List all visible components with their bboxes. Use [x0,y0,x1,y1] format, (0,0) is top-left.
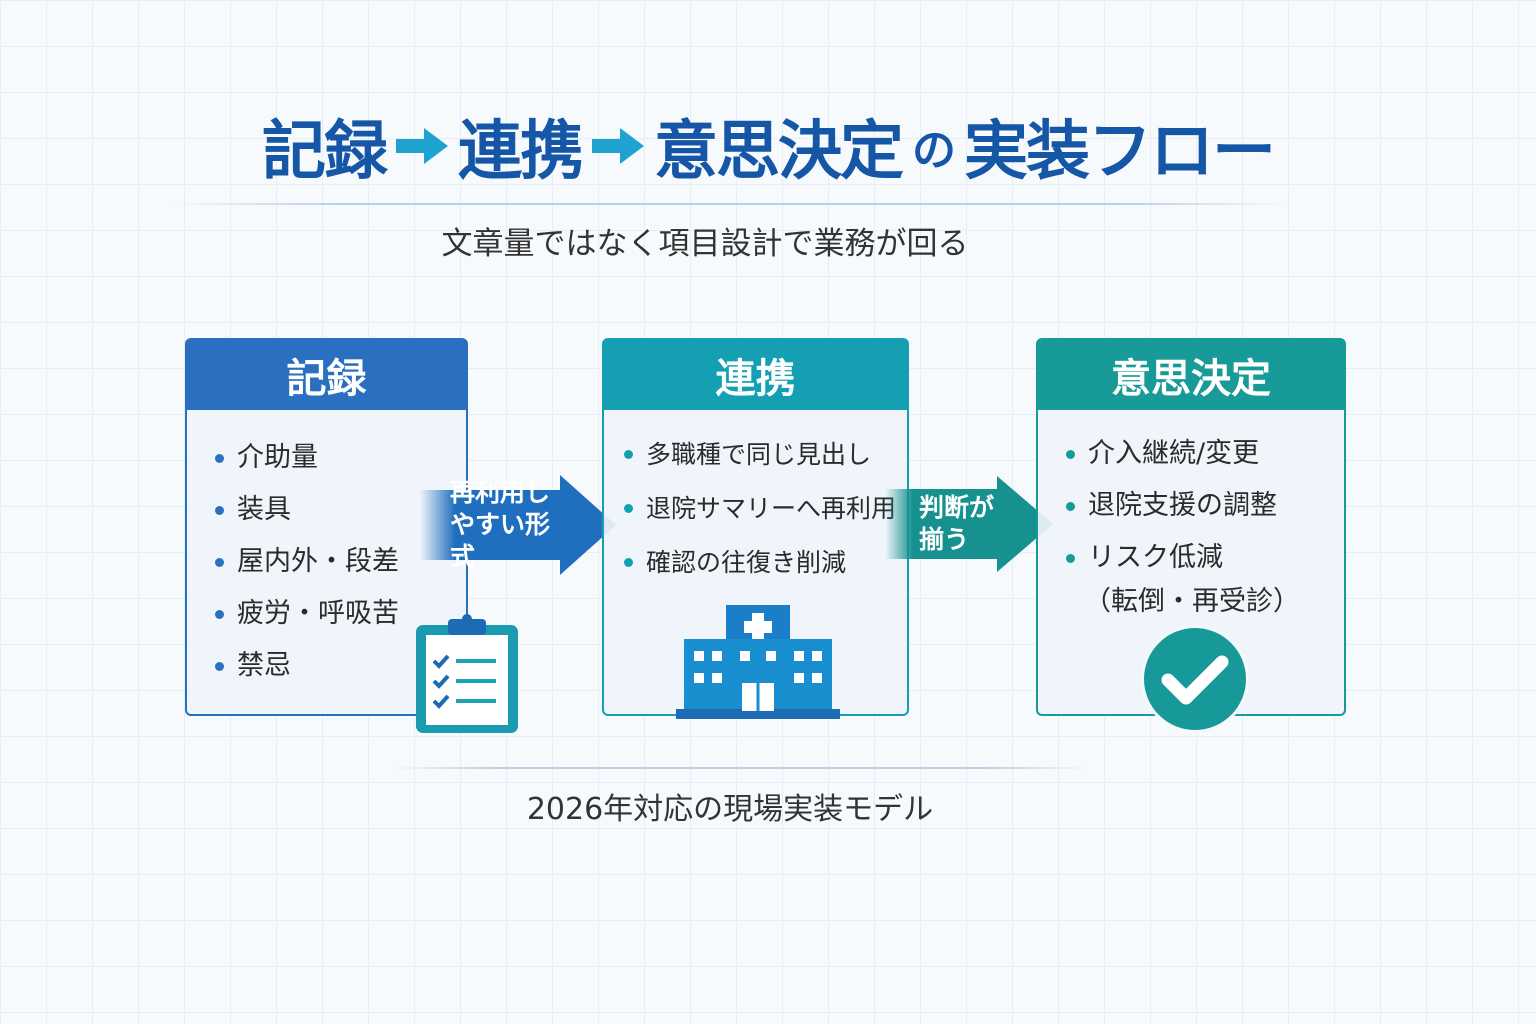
list-item: 退院支援の調整 [1066,480,1344,532]
arrow-label: 再利用し [450,478,551,507]
checkmark-circle-icon [1141,625,1249,733]
title-record: 記録 [262,115,388,189]
list-item-note: （転倒・再受診） [1084,586,1300,617]
collab-list: 多職種で同じ見出し 退院サマリーへ再利用 確認の往復き削減 [604,410,907,590]
align-judgment-arrow: 判断が揃う [885,476,1053,572]
title-connector: の [912,125,956,176]
arrow-label: 判断が [919,493,995,522]
reuse-format-arrow: 再利用しやすい形式 [420,475,616,575]
list-item: 介助量 [215,432,466,484]
list-item: 屋内外・段差 [215,536,466,588]
divider [170,203,1290,205]
list-item: 疲労・呼吸苦 [215,588,466,640]
divider [390,767,1090,769]
footer-caption: 2026年対応の現場実装モデル [526,792,934,827]
hospital-icon [676,605,840,719]
list-item: 退院サマリーへ再利用 [624,482,907,536]
list-item: 確認の往復き削減 [624,536,907,590]
list-item: 禁忌 [215,640,466,692]
title-decision: 意思決定 [654,115,904,189]
title-collab: 連携 [458,115,584,189]
arrow-label: 揃う [919,525,970,554]
page-title: 記録 連携 意思決定の実装フロー [0,100,1536,192]
title-flow: 実装フロー [964,115,1276,189]
arrow-right-icon [396,128,448,164]
decision-list: 介入継続/変更 退院支援の調整 リスク低減（転倒・再受診） [1038,410,1344,620]
card-heading: 意思決定 [1038,340,1344,410]
arrow-right-icon [592,128,644,164]
list-item: リスク低減（転倒・再受診） [1066,532,1344,620]
list-item: 装具 [215,484,466,536]
list-item: 介入継続/変更 [1066,428,1344,480]
record-list: 介助量 装具 屋内外・段差 疲労・呼吸苦 禁忌 [187,410,466,692]
subtitle: 文章量ではなく項目設計で業務が回る [441,226,969,262]
clipboard-check-icon [416,614,518,733]
card-heading: 連携 [604,340,907,410]
list-item: 多職種で同じ見出し [624,428,907,482]
card-heading: 記録 [187,340,466,410]
arrow-label: やすい形式 [450,510,551,571]
